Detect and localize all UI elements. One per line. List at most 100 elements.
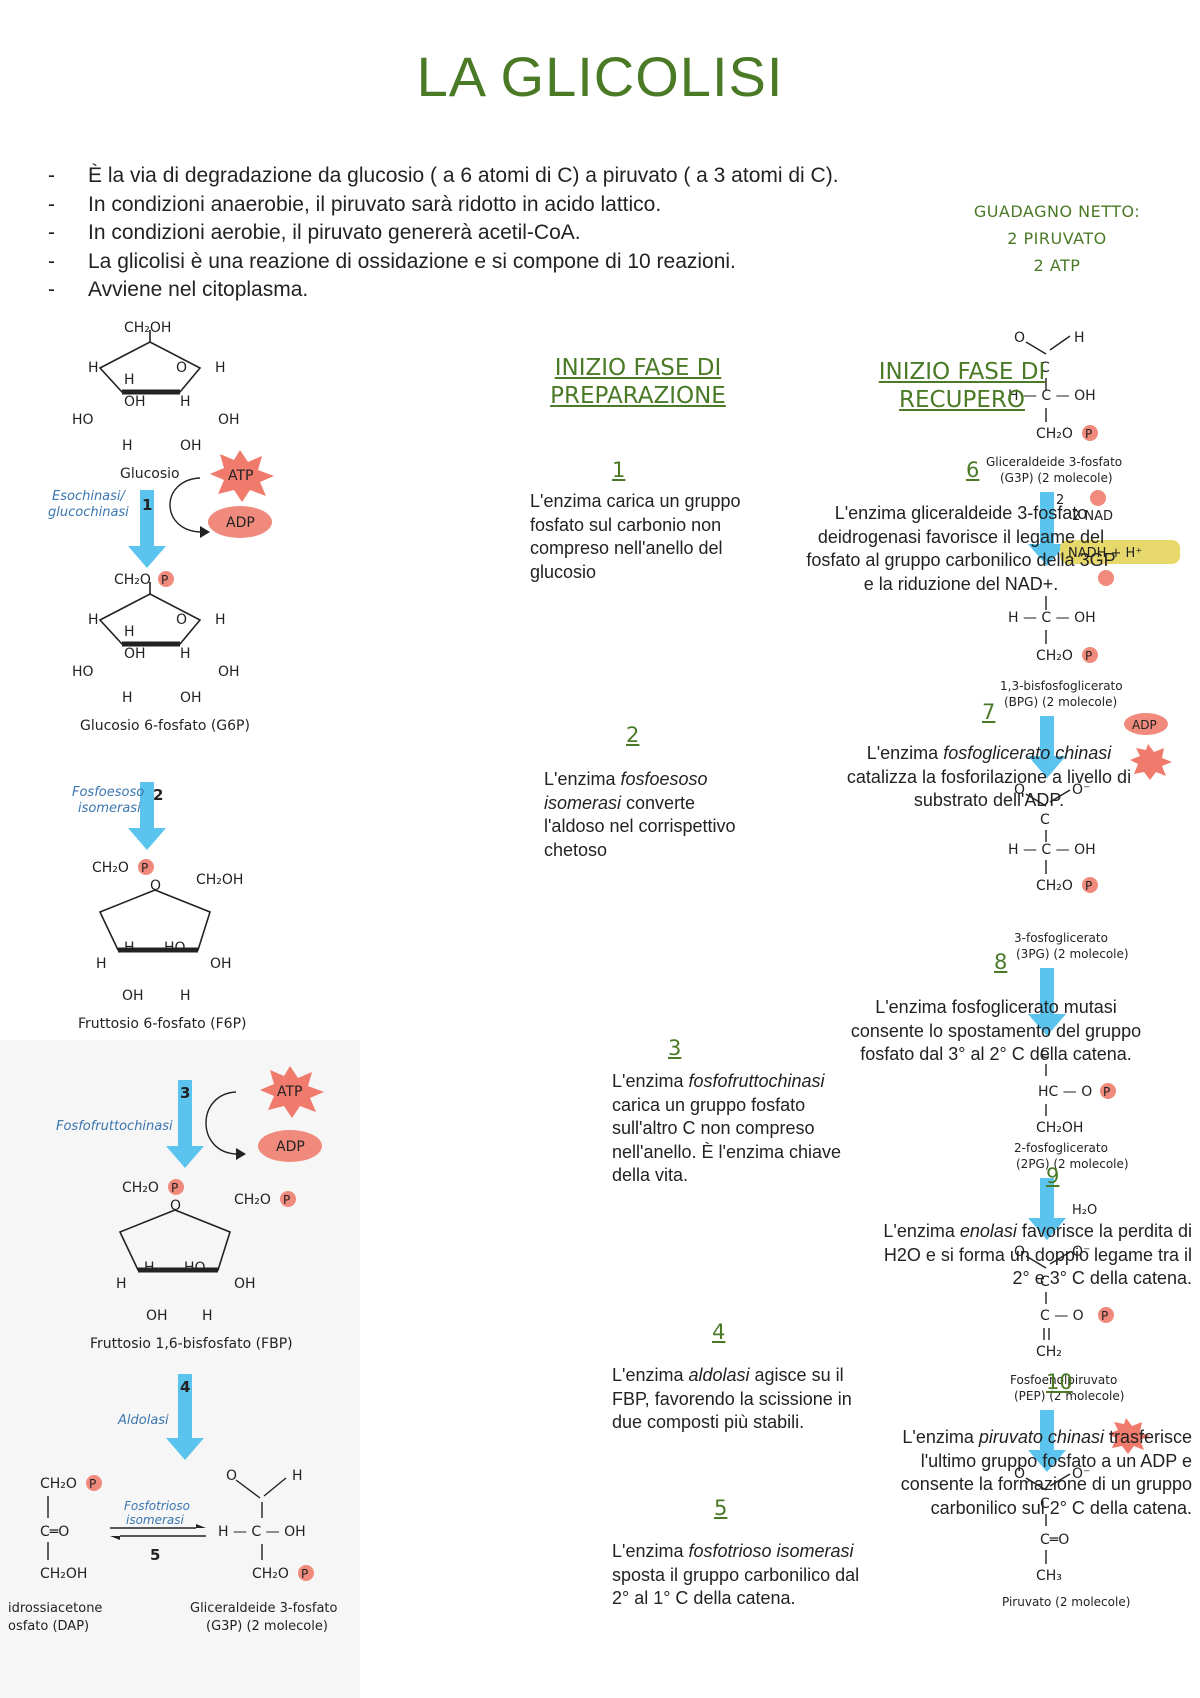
- svg-text:P: P: [1103, 1085, 1110, 1099]
- svg-text:H: H: [96, 956, 107, 972]
- svg-text:OH: OH: [210, 956, 232, 972]
- svg-text:NADH + H⁺: NADH + H⁺: [1068, 546, 1142, 561]
- svg-text:H: H: [124, 940, 135, 956]
- step-8-description: L'enzima fosfoglicerato mutasi consente …: [850, 997, 1142, 1064]
- step-number: 1: [612, 458, 626, 482]
- g6p-molecule: CH₂O P O H H H OH H HO OH H OH Glucosio …: [72, 571, 250, 734]
- svg-text:P: P: [1085, 879, 1092, 893]
- svg-text:Fosfoesoso: Fosfoesoso: [72, 785, 144, 800]
- svg-text:(G3P) (2 molecole): (G3P) (2 molecole): [1000, 471, 1113, 485]
- step-arrow: [178, 1374, 192, 1442]
- intro-list: È la via di degradazione da glucosio ( a…: [48, 162, 948, 305]
- svg-text:O: O: [1014, 782, 1025, 798]
- glucose-molecule: CH₂OH O H H H OH H HO OH H OH Glucosio: [72, 320, 240, 482]
- step-arrow: [1040, 1178, 1054, 1222]
- svg-text:O⁻: O⁻: [1072, 1244, 1090, 1260]
- svg-text:Gliceraldeide 3-fosfato: Gliceraldeide 3-fosfato: [986, 455, 1122, 469]
- svg-text:P: P: [301, 1567, 308, 1581]
- svg-text:idrossiacetone: idrossiacetone: [8, 1601, 102, 1616]
- svg-text:CH₃: CH₃: [1036, 1568, 1062, 1584]
- svg-text:C: C: [1040, 1046, 1050, 1062]
- atp-starburst: [260, 1066, 324, 1118]
- svg-text:(G3P) (2 molecole): (G3P) (2 molecole): [206, 1619, 328, 1634]
- svg-text:glucochinasi: glucochinasi: [48, 505, 129, 520]
- svg-text:1,3-bisfosfoglicerato: 1,3-bisfosfoglicerato: [1000, 679, 1123, 693]
- svg-text:C═O: C═O: [1040, 1532, 1069, 1548]
- svg-text:O: O: [1014, 330, 1025, 346]
- chem-label: H: [215, 360, 226, 376]
- svg-text:ADP: ADP: [226, 515, 255, 531]
- g6p-label: Glucosio 6-fosfato (G6P): [80, 718, 250, 734]
- step-number: 5: [714, 1496, 728, 1520]
- svg-text:C — O: C — O: [1040, 1308, 1084, 1324]
- svg-text:5: 5: [150, 1546, 160, 1564]
- svg-text:OH: OH: [218, 664, 240, 680]
- svg-text:(3PG) (2 molecole): (3PG) (2 molecole): [1016, 947, 1129, 961]
- step-1-description: L'enzima carica un gruppo fosfato sul ca…: [530, 491, 741, 582]
- svg-text:Fosfoenolpiruvato: Fosfoenolpiruvato: [1010, 1373, 1117, 1387]
- svg-text:ADP: ADP: [276, 1139, 305, 1155]
- net-gain-title: GUADAGNO NETTO:: [973, 202, 1141, 221]
- svg-text:3-fosfoglicerato: 3-fosfoglicerato: [1014, 931, 1108, 945]
- svg-text:2-fosfoglicerato: 2-fosfoglicerato: [1014, 1141, 1108, 1155]
- nadh-badge: [1060, 540, 1180, 564]
- svg-text:(2PG) (2 molecole): (2PG) (2 molecole): [1016, 1157, 1129, 1171]
- chem-label: OH: [180, 438, 202, 454]
- list-item: È la via di degradazione da glucosio ( a…: [48, 162, 948, 191]
- step-4-description: L'enzima aldolasi agisce su il FBP, favo…: [612, 1365, 852, 1432]
- svg-text:O: O: [1014, 1466, 1025, 1482]
- step-number: 10: [1046, 1370, 1073, 1394]
- chem-label: H: [124, 372, 135, 388]
- f6p-molecule: CH₂O P CH₂OH O H H HO OH OH H Fruttosio …: [78, 859, 247, 1032]
- chem-label: H: [88, 360, 99, 376]
- atp-starburst: [210, 450, 274, 502]
- svg-text:H: H: [122, 690, 133, 706]
- svg-text:H: H: [124, 624, 135, 640]
- list-item: La glicolisi è una reazione di ossidazio…: [48, 248, 948, 277]
- step-10-description: L'enzima piruvato chinasi trasferisce l'…: [900, 1427, 1192, 1518]
- svg-text:CH₂O: CH₂O: [234, 1192, 271, 1208]
- fbp-label: Fruttosio 1,6-bisfosfato (FBP): [90, 1336, 293, 1352]
- svg-text:CH₂O: CH₂O: [1036, 426, 1073, 442]
- svg-text:CH₂OH: CH₂OH: [1036, 1120, 1083, 1136]
- svg-text:HO: HO: [72, 664, 94, 680]
- step-9-description: L'enzima enolasi favorisce la perdita di…: [883, 1221, 1192, 1288]
- svg-text:H — C — OH: H — C — OH: [1008, 610, 1096, 626]
- svg-text:O: O: [150, 878, 161, 894]
- svg-text:3: 3: [180, 1084, 190, 1102]
- step-6-description: L'enzima gliceraldeide 3-fosfato deidrog…: [806, 503, 1116, 594]
- svg-text:H: H: [180, 988, 191, 1004]
- svg-text:CH₂O: CH₂O: [252, 1566, 289, 1582]
- svg-text:P: P: [1085, 427, 1092, 441]
- glycolysis-preparation-figure-lower: 3 Fosfofruttochinasi ATP ADP CH₂O P CH₂O…: [0, 1040, 360, 1698]
- svg-text:O⁻: O⁻: [1072, 782, 1090, 798]
- svg-text:H — C — OH: H — C — OH: [1008, 388, 1096, 404]
- list-item: Avviene nel citoplasma.: [48, 276, 948, 305]
- svg-text:P: P: [161, 573, 168, 587]
- svg-text:H: H: [292, 1468, 303, 1484]
- net-gain-box: GUADAGNO NETTO: 2 PIRUVATO 2 ATP: [942, 198, 1172, 279]
- chem-label: H: [180, 394, 191, 410]
- svg-text:CH₂O: CH₂O: [114, 572, 151, 588]
- svg-text:H: H: [180, 646, 191, 662]
- step-arrow: [1040, 492, 1054, 548]
- svg-text:(BPG) (2 molecole): (BPG) (2 molecole): [1004, 695, 1117, 709]
- svg-text:OH: OH: [124, 646, 146, 662]
- svg-text:CH₂O: CH₂O: [40, 1476, 77, 1492]
- svg-text:osfato (DAP): osfato (DAP): [8, 1619, 89, 1634]
- svg-text:O: O: [170, 1198, 181, 1214]
- step-number: 4: [712, 1320, 726, 1344]
- svg-text:H: H: [144, 1260, 155, 1276]
- step-number: 9: [1046, 1164, 1060, 1188]
- svg-text:2 NAD: 2 NAD: [1072, 509, 1113, 524]
- step-number: 2: [626, 723, 640, 747]
- svg-text:Fosfotrioso: Fosfotrioso: [124, 1499, 190, 1513]
- svg-text:(PEP) (2 molecole): (PEP) (2 molecole): [1014, 1389, 1124, 1403]
- svg-text:HO: HO: [164, 940, 186, 956]
- g3p-molecule: O H H — C — OH CH₂O P Gliceraldeide 3-fo…: [190, 1468, 338, 1634]
- svg-text:ATP: ATP: [228, 468, 253, 484]
- adp-ellipse: [208, 506, 272, 538]
- svg-text:C: C: [1040, 360, 1050, 376]
- svg-text:OH: OH: [180, 690, 202, 706]
- svg-text:O⁻: O⁻: [1072, 1466, 1090, 1482]
